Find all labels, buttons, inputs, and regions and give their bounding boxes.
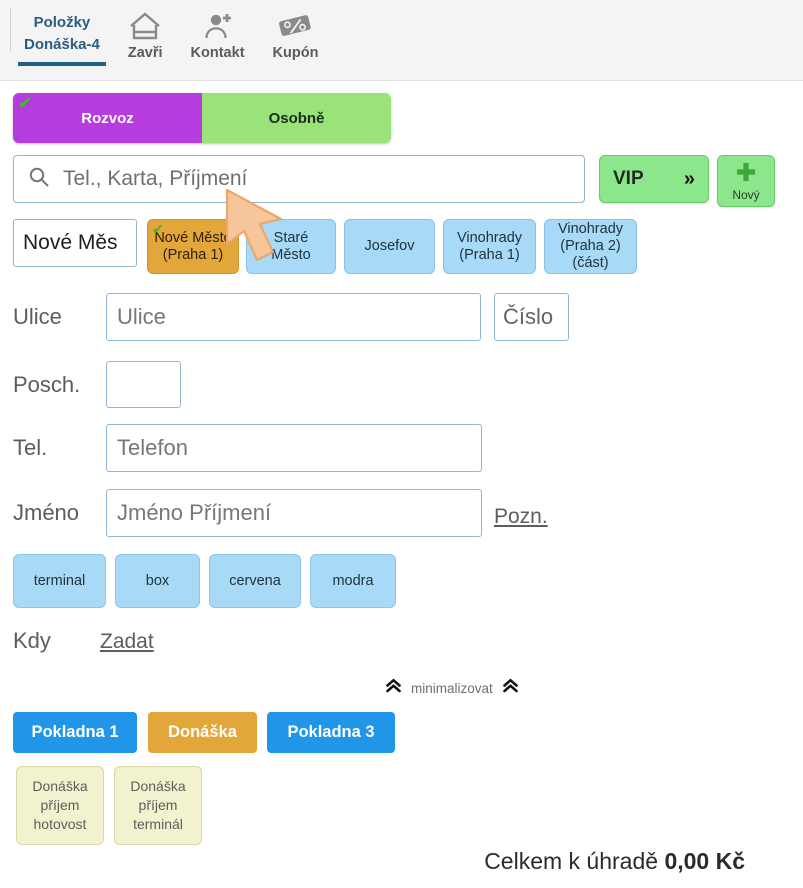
floor-row: Posch. (13, 361, 181, 408)
tag-box[interactable]: box (115, 554, 200, 608)
note-link[interactable]: Pozn. (494, 505, 548, 528)
district-chip-vinohrady-2[interactable]: Vinohrady (Praha 2) (část) (544, 219, 637, 274)
payment-terminal-line3: terminál (133, 816, 183, 832)
tag-label: box (145, 573, 170, 589)
vip-label: VIP (613, 168, 644, 189)
payment-cash-line3: hotovost (33, 816, 87, 832)
phone-input[interactable]: Telefon (106, 424, 482, 472)
new-customer-label: Nový (732, 188, 760, 202)
tag-label: cervena (229, 573, 281, 589)
payment-terminal-line1: Donáška (130, 778, 186, 794)
double-chevron-up-icon (502, 678, 519, 699)
street-placeholder: Ulice (117, 304, 166, 329)
district-chip-label: Vinohrady (Praha 2) (část) (557, 221, 624, 271)
tab-polozky-label: Položky (33, 14, 91, 31)
search-icon (27, 165, 51, 194)
tag-label: terminal (33, 573, 86, 589)
when-link[interactable]: Zadat (100, 630, 154, 653)
tag-modra[interactable]: modra (310, 554, 396, 608)
tab-list: Položky Donáška-4 Zavři (0, 0, 803, 80)
pokladna-3-label: Pokladna 3 (287, 723, 375, 741)
tag-cervena[interactable]: cervena (209, 554, 301, 608)
top-tabbar: Položky Donáška-4 Zavři (0, 0, 803, 81)
name-label: Jméno (13, 500, 80, 525)
floor-input[interactable] (106, 361, 181, 408)
mode-osobne-label: Osobně (268, 109, 325, 127)
pokladna-1-button[interactable]: Pokladna 1 (13, 712, 137, 753)
district-input-value: Nové Měs (23, 231, 118, 254)
mode-rozvoz-button[interactable]: ✔ Rozvoz (13, 93, 202, 143)
district-chip-label: Nové Město (Praha 1) (154, 229, 232, 263)
floor-label: Posch. (13, 371, 81, 397)
double-chevron-up-icon (385, 678, 402, 699)
district-chip-nove-mesto[interactable]: ✔ Nové Město (Praha 1) (147, 219, 239, 274)
street-input[interactable]: Ulice (106, 293, 481, 341)
tab-kupon-label: Kupón (272, 45, 319, 61)
minimize-control[interactable]: minimalizovat (385, 678, 519, 699)
when-label: Kdy (13, 628, 51, 653)
district-input[interactable]: Nové Měs (13, 219, 137, 267)
donaska-label: Donáška (168, 723, 237, 741)
phone-placeholder: Telefon (117, 435, 188, 460)
name-input[interactable]: Jméno Příjmení (106, 489, 482, 537)
person-add-icon (202, 9, 234, 43)
payment-cash-line2: příjem (40, 797, 80, 813)
vip-button[interactable]: VIP » (599, 155, 709, 203)
district-chip-vinohrady-1[interactable]: Vinohrady (Praha 1) (443, 219, 536, 274)
total-amount-row: Celkem k úhradě 0,00 Kč (484, 848, 745, 875)
house-number-placeholder: Číslo (503, 304, 554, 329)
search-placeholder: Tel., Karta, Příjmení (63, 167, 248, 190)
tab-divider (10, 8, 11, 52)
house-number-input[interactable]: Číslo (494, 293, 569, 341)
tag-label: modra (332, 573, 374, 589)
phone-label: Tel. (13, 435, 48, 460)
tab-polozky-sublabel: Donáška-4 (24, 36, 100, 53)
home-icon (128, 9, 162, 43)
tag-terminal[interactable]: terminal (13, 554, 106, 608)
minimize-label: minimalizovat (411, 681, 493, 696)
district-chip-label: Staré Město (271, 229, 311, 263)
mode-rozvoz-label: Rozvoz (81, 109, 134, 127)
tab-zavri-label: Zavři (127, 45, 163, 61)
check-icon: ✔ (152, 221, 164, 237)
phone-row: Tel. Telefon (13, 424, 482, 472)
total-label: Celkem k úhradě (484, 848, 659, 874)
tab-kontakt[interactable]: Kontakt (177, 0, 259, 78)
payment-cash-line1: Donáška (32, 778, 88, 794)
plus-icon (735, 161, 757, 188)
tab-zavri[interactable]: Zavři (114, 0, 177, 78)
district-chip-stare-mesto[interactable]: Staré Město (246, 219, 336, 274)
pokladna-1-label: Pokladna 1 (31, 723, 119, 741)
name-row: Jméno Jméno Příjmení (13, 489, 482, 537)
order-mode-toggle: ✔ Rozvoz Osobně (13, 93, 391, 143)
district-chip-josefov[interactable]: Josefov (344, 219, 435, 274)
chevron-right-double-icon: » (683, 167, 695, 190)
search-input[interactable]: Tel., Karta, Příjmení (13, 155, 585, 203)
total-value: 0,00 Kč (664, 848, 745, 874)
donaska-button[interactable]: Donáška (148, 712, 257, 753)
payment-terminal-button[interactable]: Donáška příjem terminál (114, 766, 202, 845)
district-chip-label: Josefov (364, 238, 415, 254)
tab-kupon[interactable]: Kupón (259, 0, 333, 78)
district-chip-label: Vinohrady (Praha 1) (456, 229, 523, 263)
name-placeholder: Jméno Příjmení (117, 500, 272, 525)
discount-tag-icon (277, 9, 313, 43)
payment-terminal-line2: příjem (138, 797, 178, 813)
tab-polozky[interactable]: Položky Donáška-4 (10, 0, 114, 78)
new-customer-button[interactable]: Nový (717, 155, 775, 207)
street-label: Ulice (13, 304, 62, 329)
customer-search-row: Tel., Karta, Příjmení VIP » Nový (13, 155, 790, 207)
pokladna-3-button[interactable]: Pokladna 3 (267, 712, 395, 753)
street-row: Ulice Ulice (13, 293, 481, 341)
mode-osobne-button[interactable]: Osobně (202, 93, 391, 143)
tab-kontakt-label: Kontakt (190, 45, 245, 61)
payment-cash-button[interactable]: Donáška příjem hotovost (16, 766, 104, 845)
check-icon: ✔ (18, 94, 33, 113)
